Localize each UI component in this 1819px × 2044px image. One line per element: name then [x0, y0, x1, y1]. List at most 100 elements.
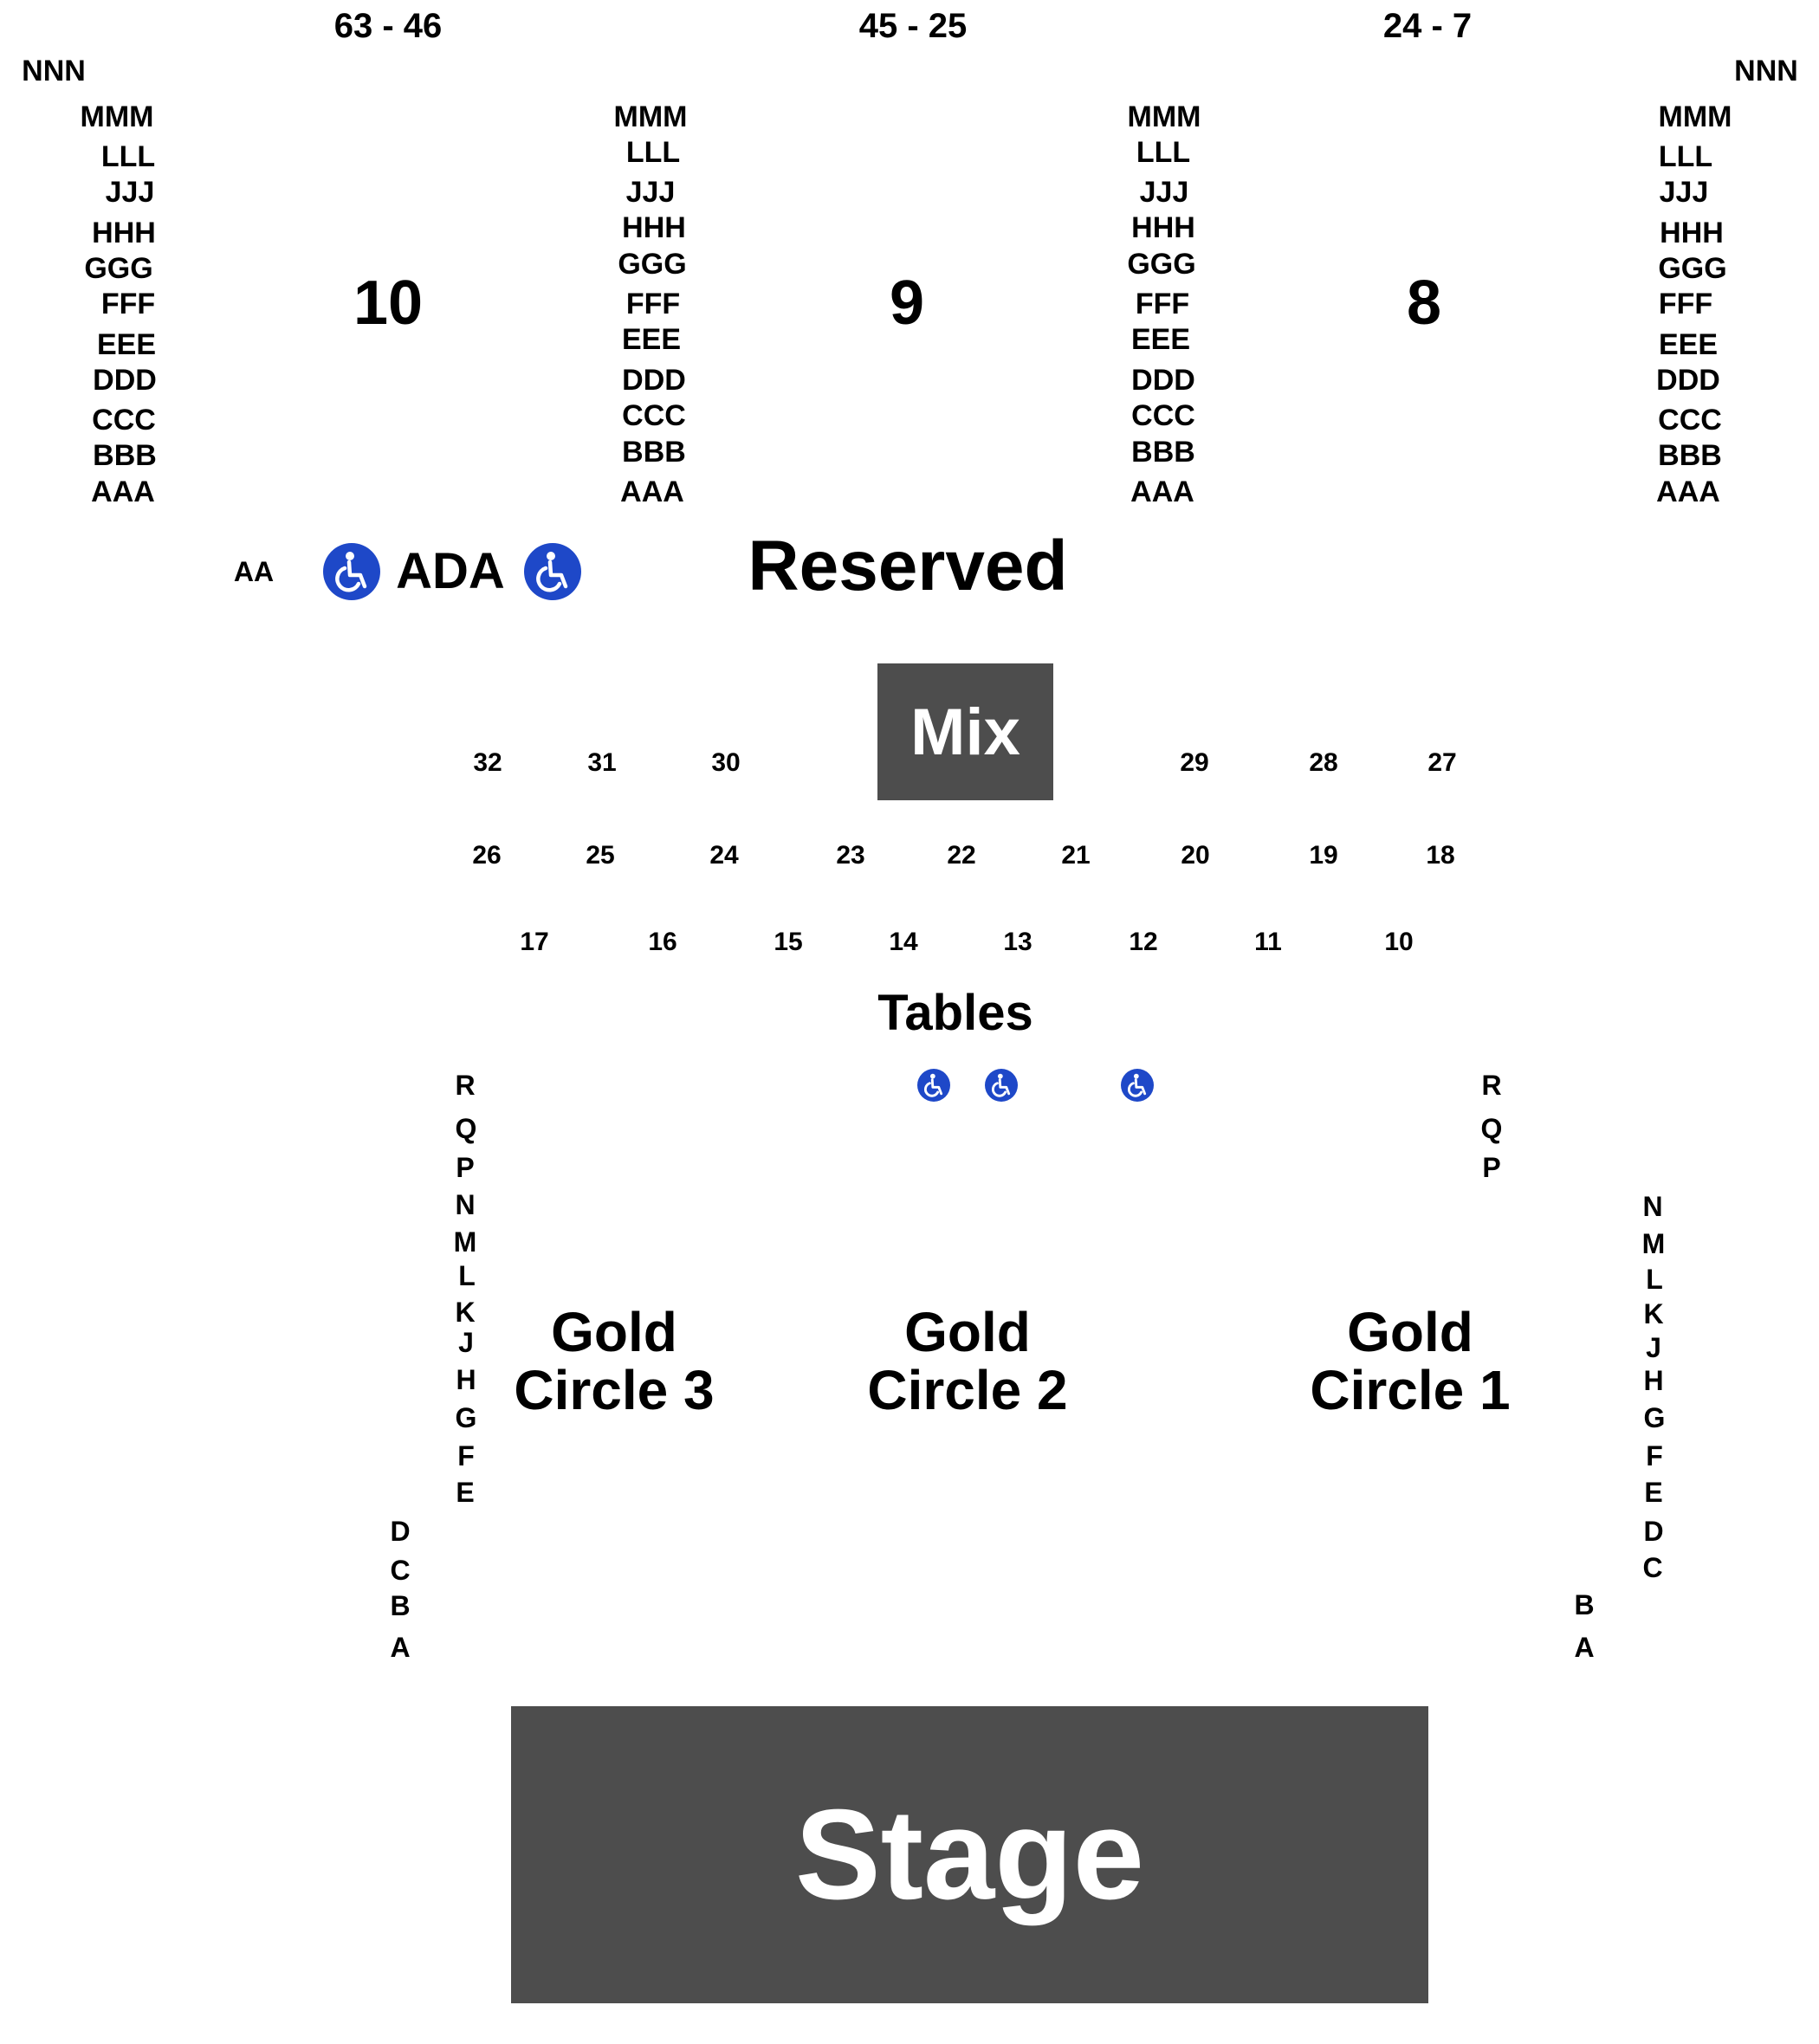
row-letter: K	[455, 1297, 476, 1328]
row-label: MMM	[1658, 100, 1732, 133]
row-label: BBB	[622, 436, 686, 469]
row-label: JJJ	[1659, 176, 1709, 209]
ada-row-label: AA	[233, 556, 275, 587]
mix-booth: Mix	[877, 663, 1053, 800]
row-label: AAA	[91, 475, 155, 508]
table-number: 15	[774, 928, 803, 956]
row-label: EEE	[1130, 323, 1191, 356]
wheelchair-icon	[917, 1069, 950, 1102]
gold-circle-2-line2: Circle 2	[867, 1359, 1068, 1421]
gold-circle-3-line1: Gold	[551, 1300, 677, 1363]
table-number: 14	[889, 928, 918, 956]
row-letter: G	[455, 1402, 477, 1433]
row-label: GGG	[1658, 252, 1727, 285]
row-label: JJJ	[625, 176, 676, 209]
row-label: LLL	[1136, 136, 1191, 169]
table-number: 27	[1427, 748, 1457, 777]
row-letter: D	[390, 1516, 411, 1547]
row-letter: K	[1643, 1298, 1664, 1329]
row-label: AAA	[620, 475, 684, 508]
wheelchair-icon	[323, 543, 380, 600]
row-label: FFF	[100, 288, 156, 320]
row-letter: P	[1482, 1152, 1501, 1183]
row-label: DDD	[93, 364, 157, 397]
row-letter: G	[1643, 1402, 1666, 1433]
row-letter: R	[455, 1070, 476, 1101]
row-letter: R	[1481, 1070, 1502, 1101]
table-number: 28	[1309, 748, 1338, 777]
row-label: CCC	[1658, 404, 1722, 437]
gold-circle-2-line1: Gold	[904, 1300, 1031, 1363]
section-8-label[interactable]: 8	[1406, 268, 1442, 338]
row-label: DDD	[1131, 364, 1195, 397]
wheelchair-icon	[1121, 1069, 1154, 1102]
wheelchair-icon	[985, 1069, 1018, 1102]
table-number: 31	[587, 748, 617, 777]
row-label: HHH	[1131, 211, 1195, 244]
row-letter: E	[456, 1477, 475, 1508]
row-label: FFF	[625, 288, 681, 320]
section-10-label[interactable]: 10	[353, 268, 424, 338]
seat-range-section-10: 63 - 46	[333, 7, 443, 45]
row-label: HHH	[1660, 217, 1724, 249]
gold-circle-2-label[interactable]: Gold Circle 2	[867, 1303, 1067, 1420]
row-label: JJJ	[1139, 176, 1189, 209]
section-9-label[interactable]: 9	[889, 268, 925, 338]
ada-label[interactable]: ADA	[396, 543, 505, 599]
row-letter: F	[1646, 1440, 1663, 1472]
row-label: EEE	[96, 328, 157, 361]
row-label: BBB	[1131, 436, 1195, 469]
gold-circle-1-line2: Circle 1	[1310, 1359, 1511, 1421]
row-label: LLL	[625, 136, 681, 169]
reserved-section-label[interactable]: Reserved	[748, 527, 1068, 605]
row-letter: L	[458, 1260, 476, 1291]
row-label: JJJ	[105, 176, 155, 209]
tables-section-label[interactable]: Tables	[877, 985, 1033, 1041]
seat-range-section-9: 45 - 25	[858, 7, 968, 45]
row-label: MMM	[613, 100, 688, 133]
row-letter: C	[1642, 1552, 1663, 1583]
gold-circle-1-label[interactable]: Gold Circle 1	[1310, 1303, 1510, 1420]
table-number: 17	[520, 928, 549, 956]
row-letter: E	[1644, 1477, 1663, 1508]
table-number: 10	[1384, 928, 1414, 956]
table-number: 18	[1426, 841, 1455, 870]
row-label: EEE	[1658, 328, 1719, 361]
row-letter: C	[390, 1555, 411, 1586]
row-label: GGG	[1127, 248, 1196, 281]
row-label: NNN	[1734, 55, 1798, 87]
row-label: AAA	[1656, 475, 1720, 508]
row-label: NNN	[22, 55, 86, 87]
table-number: 16	[648, 928, 677, 956]
row-label: MMM	[1127, 100, 1201, 133]
row-label: AAA	[1130, 475, 1194, 508]
row-label: FFF	[1658, 288, 1713, 320]
row-label: BBB	[93, 439, 157, 472]
row-label: LLL	[100, 140, 156, 173]
row-letter: B	[390, 1590, 411, 1621]
row-label: DDD	[1656, 364, 1720, 397]
table-number: 19	[1309, 841, 1338, 870]
table-number: 11	[1254, 928, 1282, 956]
row-letter: Q	[1480, 1113, 1503, 1144]
row-letter: M	[1641, 1228, 1666, 1259]
row-letter: J	[1646, 1332, 1661, 1363]
gold-circle-3-line2: Circle 3	[514, 1359, 715, 1421]
row-letter: A	[390, 1632, 411, 1663]
row-letter: J	[458, 1327, 474, 1358]
table-number: 24	[709, 841, 739, 870]
row-label: GGG	[618, 248, 687, 281]
row-letter: L	[1646, 1264, 1663, 1295]
row-label: FFF	[1135, 288, 1190, 320]
row-label: HHH	[622, 211, 686, 244]
table-number: 12	[1129, 928, 1158, 956]
row-label: CCC	[622, 399, 686, 432]
gold-circle-3-label[interactable]: Gold Circle 3	[514, 1303, 714, 1420]
row-letter: N	[1642, 1191, 1663, 1222]
table-number: 23	[836, 841, 865, 870]
table-number: 32	[473, 748, 502, 777]
row-letter: D	[1643, 1516, 1664, 1547]
table-number: 29	[1180, 748, 1209, 777]
stage: Stage	[511, 1706, 1428, 2003]
row-letter: P	[456, 1152, 475, 1183]
